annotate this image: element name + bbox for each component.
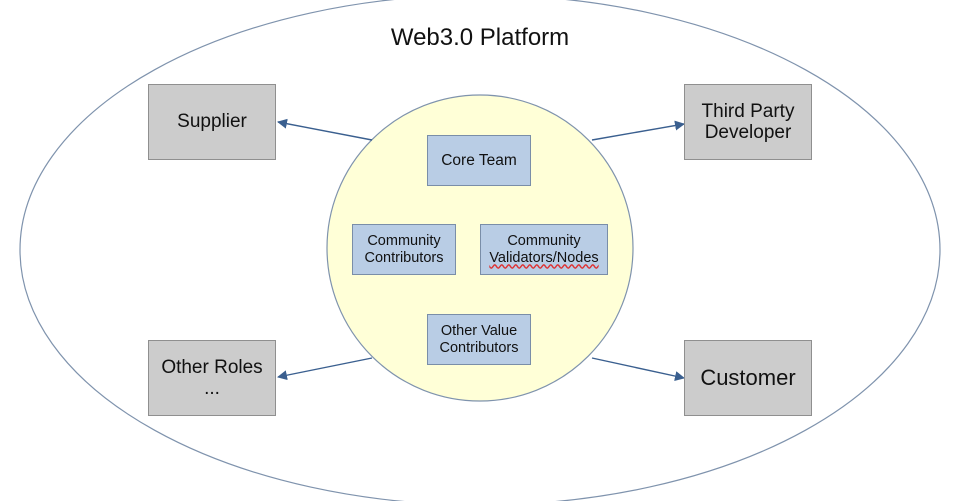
supplier-label: Supplier [177, 111, 247, 133]
supplier-box: Supplier [148, 84, 276, 160]
customer-label: Customer [700, 364, 796, 390]
other-roles-box: Other Roles ... [148, 340, 276, 416]
community-validators-nodes-box: Community Validators/Nodes [480, 224, 608, 275]
community-validators-line1: Community [507, 233, 581, 250]
customer-box: Customer [684, 340, 812, 416]
community-validators-line2: Validators/Nodes [489, 249, 599, 266]
diagram-title: Web3.0 Platform [390, 24, 570, 51]
other-value-contributors-box: Other Value Contributors [427, 314, 531, 365]
third-party-developer-label: Third Party Developer [701, 100, 795, 143]
core-team-box: Core Team [427, 135, 531, 186]
third-party-developer-box: Third Party Developer [684, 84, 812, 160]
arrow-to-customer [591, 357, 685, 381]
arrow-to-third-party-developer [591, 120, 685, 141]
community-contributors-box: Community Contributors [352, 224, 456, 275]
core-team-label: Core Team [441, 151, 517, 169]
community-contributors-label: Community Contributors [364, 233, 444, 266]
other-roles-label: Other Roles ... [161, 356, 263, 399]
arrow-to-other-roles [277, 357, 373, 381]
platform-boundary-ellipse [19, 0, 941, 501]
other-value-contributors-label: Other Value Contributors [439, 323, 519, 356]
arrow-to-supplier [277, 118, 373, 141]
